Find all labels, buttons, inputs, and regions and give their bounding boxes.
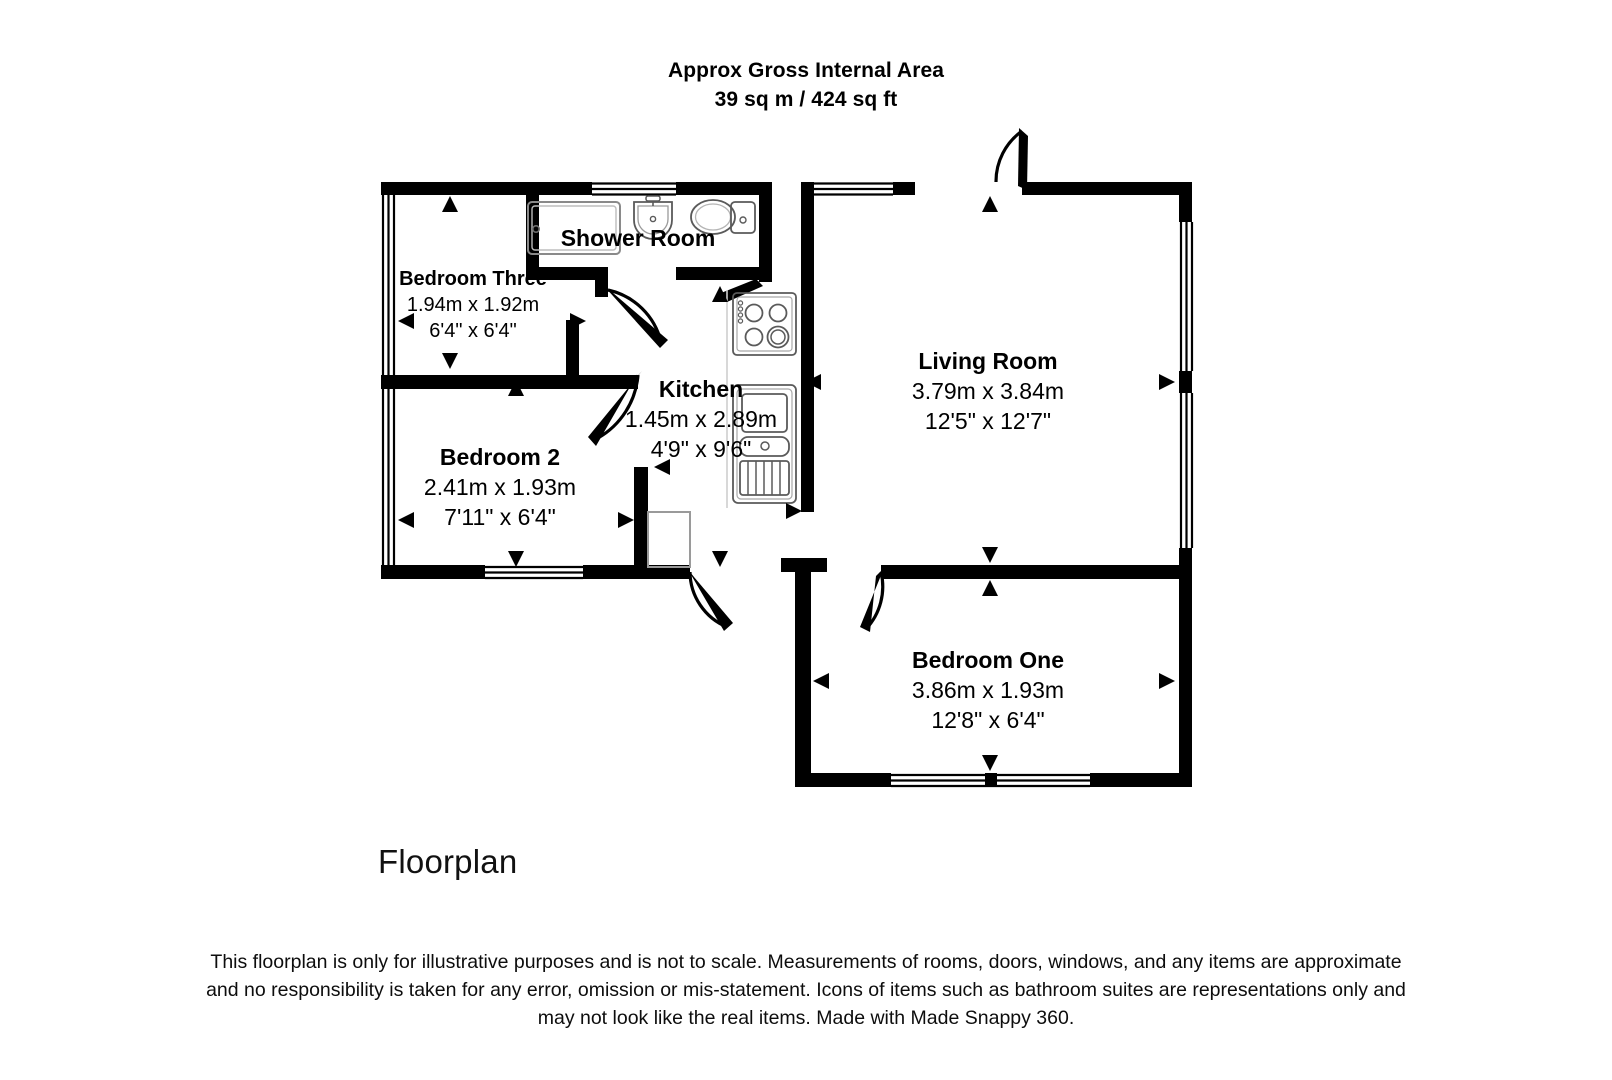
room-dim-imperial: 4'9" x 9'6" <box>650 436 752 462</box>
door-bedroom-three <box>604 286 668 348</box>
room-name: Living Room <box>918 348 1058 374</box>
room-label-shower-room: Shower Room <box>560 223 716 253</box>
dim-arrow-down <box>442 353 458 369</box>
room-label-bedroom-one: Bedroom One 3.86m x 1.93m 12'8" x 6'4" <box>898 645 1078 735</box>
room-label-bedroom-three: Bedroom Three 1.94m x 1.92m 6'4" x 6'4" <box>398 266 548 344</box>
window-bed1-left <box>795 682 810 773</box>
shower-tray-icon <box>527 201 621 255</box>
room-name: Bedroom Three <box>399 268 547 290</box>
wall-hall-left-vert <box>595 267 608 297</box>
gross-area-title: Approx Gross Internal Area <box>667 59 945 82</box>
room-dim-imperial: 12'8" x 6'4" <box>931 707 1045 733</box>
room-dim-metric: 1.94m x 1.92m <box>406 294 540 316</box>
room-label-living-room: Living Room 3.79m x 3.84m 12'5" x 12'7" <box>898 346 1078 436</box>
wall-top-living-right <box>1022 182 1192 195</box>
dim-arrow-right <box>618 512 634 528</box>
dim-arrow-right <box>786 503 802 519</box>
wall-bed1-bottom-left <box>795 773 891 787</box>
window-bed1-bottom <box>891 773 1090 788</box>
dim-arrow-left <box>654 459 670 475</box>
cupboard-outline <box>647 511 691 568</box>
dim-arrow-left <box>398 313 414 329</box>
dim-arrow-down <box>982 547 998 563</box>
window-shower-top <box>592 182 676 196</box>
wall-bed3-bed2-divider <box>381 375 638 389</box>
dim-arrow-left <box>813 673 829 689</box>
window-living-right-lower <box>1179 393 1194 548</box>
dim-arrow-down <box>508 551 524 567</box>
room-dim-imperial: 6'4" x 6'4" <box>429 320 517 342</box>
room-name: Bedroom One <box>911 647 1065 673</box>
page-title: Approx Gross Internal Area 39 sq m / 424… <box>0 56 1612 114</box>
dim-arrow-up <box>982 196 998 212</box>
dim-arrow-left <box>398 512 414 528</box>
room-dim-imperial: 12'5" x 12'7" <box>924 408 1052 434</box>
room-label-bedroom-2: Bedroom 2 2.41m x 1.93m 7'11" x 6'4" <box>410 442 590 532</box>
window-living-right-upper <box>1179 222 1194 371</box>
room-dim-metric: 3.79m x 3.84m <box>911 378 1065 404</box>
wall-top-shower-left <box>526 182 592 195</box>
dim-arrow-up <box>982 580 998 596</box>
dim-arrow-right <box>1159 374 1175 390</box>
dim-arrow-up <box>712 286 728 302</box>
disclaimer-text: This floorplan is only for illustrative … <box>0 948 1612 1032</box>
wall-hall-top <box>676 267 772 280</box>
disclaimer-line-3: may not look like the real items. Made w… <box>537 1007 1075 1029</box>
dim-arrow-right <box>1159 673 1175 689</box>
door-hall-left <box>687 568 733 631</box>
window-bed2-bottom <box>485 565 583 580</box>
dimension-arrow-group <box>398 196 1175 771</box>
toilet-icon <box>690 199 756 235</box>
wall-top-left <box>381 182 526 195</box>
wall-bottom-bed2-right <box>583 565 648 579</box>
door-front-entrance <box>994 128 1028 190</box>
window-group <box>381 182 1194 788</box>
wall-bottom-bed2-left <box>381 565 485 579</box>
window-left-exterior <box>381 195 396 565</box>
wall-bed1-top <box>881 565 1192 579</box>
wall-top-living-window <box>893 182 915 195</box>
room-name: Kitchen <box>658 376 744 402</box>
wall-shower-bed3-horz <box>526 267 608 280</box>
wall-living-right-top <box>1179 182 1192 222</box>
floorplan-caption: Floorplan <box>378 843 518 880</box>
room-label-kitchen: Kitchen 1.45m x 2.89m 4'9" x 9'6" <box>615 374 787 464</box>
dim-arrow-up <box>508 380 524 396</box>
wall-bed2-right <box>634 467 648 579</box>
wash-basin-icon <box>633 195 673 240</box>
wall-bed1-bottom-right <box>1090 773 1192 787</box>
wall-kitchen-living-divider <box>801 182 814 512</box>
door-hall-right <box>860 568 885 632</box>
dim-arrow-up <box>442 196 458 212</box>
room-name: Shower Room <box>560 225 716 251</box>
wall-top-shower-right <box>676 182 772 195</box>
hob-icon <box>732 292 797 356</box>
wall-left-bottom-nib <box>381 182 392 195</box>
wall-bottom-hall <box>648 565 690 579</box>
dim-arrow-down <box>982 755 998 771</box>
room-name: Bedroom 2 <box>439 444 561 470</box>
door-group <box>588 128 1028 632</box>
gross-area-value: 39 sq m / 424 sq ft <box>714 88 898 111</box>
room-dim-metric: 3.86m x 1.93m <box>911 677 1065 703</box>
room-dim-imperial: 7'11" x 6'4" <box>444 504 556 530</box>
dim-arrow-left <box>805 374 821 390</box>
room-dim-metric: 2.41m x 1.93m <box>423 474 577 500</box>
kitchen-sink-icon <box>732 384 797 504</box>
disclaimer-line-2: and no responsibility is taken for any e… <box>206 979 1406 1001</box>
dim-arrow-right <box>570 313 586 329</box>
wall-bed1-right <box>1179 565 1192 787</box>
wall-living-right-mid <box>1179 371 1192 393</box>
door-bedroom-two <box>588 371 642 446</box>
room-dim-metric: 1.45m x 2.89m <box>624 406 778 432</box>
wall-shower-right-vert <box>759 182 772 282</box>
dim-arrow-down <box>712 551 728 567</box>
fixture-group <box>527 195 797 568</box>
disclaimer-line-1: This floorplan is only for illustrative … <box>210 951 1402 973</box>
wall-kitchen-left-vert <box>566 320 579 378</box>
window-living-top-left <box>813 182 893 196</box>
